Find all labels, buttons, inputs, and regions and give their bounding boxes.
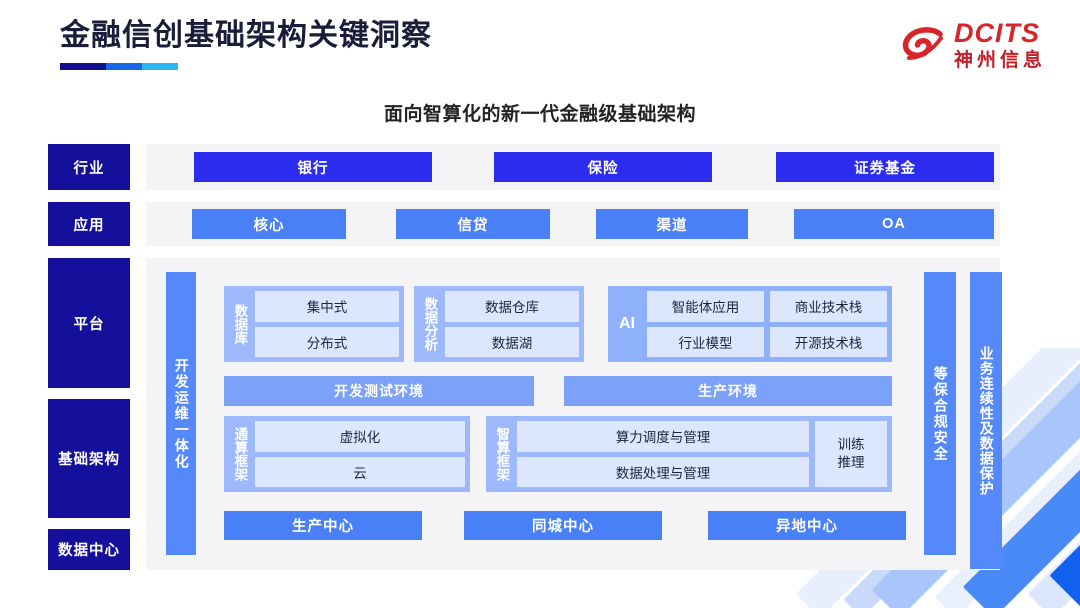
ai-item-commercial-stack[interactable]: 商业技术栈 xyxy=(770,291,887,322)
group-smart-compute-label: 智算框架 xyxy=(494,427,510,481)
row-label-application: 应用 xyxy=(48,202,130,246)
env-bar-production[interactable]: 生产环境 xyxy=(564,376,892,406)
diagram-subtitle: 面向智算化的新一代金融级基础架构 xyxy=(383,104,696,125)
industry-chip-bank[interactable]: 银行 xyxy=(194,152,432,182)
smart-compute-item-scheduling[interactable]: 算力调度与管理 xyxy=(517,421,809,452)
ai-item-industry-model[interactable]: 行业模型 xyxy=(647,326,764,357)
smart-compute-item-dataprocess[interactable]: 数据处理与管理 xyxy=(517,456,809,487)
architecture-diagram: 行业 应用 平台 基础架构 数据中心 银行 保险 证券基金 核心 信贷 渠道 O… xyxy=(48,140,1002,574)
group-general-compute: 通算框架 虚拟化 云 xyxy=(224,416,470,492)
application-chip-oa[interactable]: OA xyxy=(794,209,994,239)
logo-text-en: DCITS xyxy=(953,18,1040,48)
database-item-distributed[interactable]: 分布式 xyxy=(255,326,399,357)
industry-chip-insurance[interactable]: 保险 xyxy=(494,152,712,182)
data-analysis-item-warehouse[interactable]: 数据仓库 xyxy=(445,291,579,322)
group-smart-compute: 智算框架 算力调度与管理 数据处理与管理 训练推理 xyxy=(486,416,892,492)
row-label-datacenter: 数据中心 xyxy=(48,529,130,570)
title-underline-rule xyxy=(60,63,178,70)
group-general-compute-label: 通算框架 xyxy=(232,427,248,481)
application-chip-core[interactable]: 核心 xyxy=(192,209,346,239)
industry-panel: 银行 保险 证券基金 xyxy=(146,144,1000,190)
industry-chip-securities[interactable]: 证券基金 xyxy=(776,152,994,182)
group-ai-label: AI xyxy=(619,315,635,333)
ai-item-opensource-stack[interactable]: 开源技术栈 xyxy=(770,326,887,357)
data-analysis-item-lake[interactable]: 数据湖 xyxy=(445,326,579,357)
page-title: 金融信创基础架构关键洞察 xyxy=(60,19,432,52)
group-ai: AI 智能体应用 商业技术栈 行业模型 开源技术栈 xyxy=(608,286,892,362)
brand-logo: DCITS 神州信息 xyxy=(900,20,1046,70)
group-database: 数据库 集中式 分布式 xyxy=(224,286,404,362)
general-compute-item-virtualization[interactable]: 虚拟化 xyxy=(255,421,465,452)
devops-vertical-bar[interactable]: 开发运维一体化 xyxy=(166,272,196,555)
ai-item-agent-app[interactable]: 智能体应用 xyxy=(647,291,764,322)
general-compute-item-cloud[interactable]: 云 xyxy=(255,456,465,487)
env-bar-dev-test[interactable]: 开发测试环境 xyxy=(224,376,534,406)
row-label-infrastructure: 基础架构 xyxy=(48,399,130,518)
datacenter-chip-production[interactable]: 生产中心 xyxy=(224,511,422,540)
datacenter-chip-remote[interactable]: 异地中心 xyxy=(708,511,906,540)
side-bar-continuity[interactable]: 业务连续性及数据保护 xyxy=(970,272,1002,569)
group-database-label: 数据库 xyxy=(232,303,248,345)
dcits-swirl-icon xyxy=(900,22,946,68)
database-item-centralized[interactable]: 集中式 xyxy=(255,291,399,322)
group-data-analysis: 数据分析 数据仓库 数据湖 xyxy=(414,286,584,362)
application-chip-credit[interactable]: 信贷 xyxy=(396,209,550,239)
header: 金融信创基础架构关键洞察 xyxy=(60,18,432,70)
logo-text-cn: 神州信息 xyxy=(953,50,1046,71)
datacenter-chip-metro[interactable]: 同城中心 xyxy=(464,511,662,540)
row-label-platform: 平台 xyxy=(48,258,130,388)
platform-panel: 开发运维一体化 数据库 集中式 分布式 数据分析 数据仓库 数据湖 AI 智能体… xyxy=(146,258,1000,570)
group-data-analysis-label: 数据分析 xyxy=(422,297,438,351)
side-bar-compliance[interactable]: 等保合规安全 xyxy=(924,272,956,555)
row-label-industry: 行业 xyxy=(48,144,130,190)
application-panel: 核心 信贷 渠道 OA xyxy=(146,202,1000,246)
application-chip-channel[interactable]: 渠道 xyxy=(596,209,748,239)
smart-compute-item-train-infer[interactable]: 训练推理 xyxy=(815,421,887,487)
